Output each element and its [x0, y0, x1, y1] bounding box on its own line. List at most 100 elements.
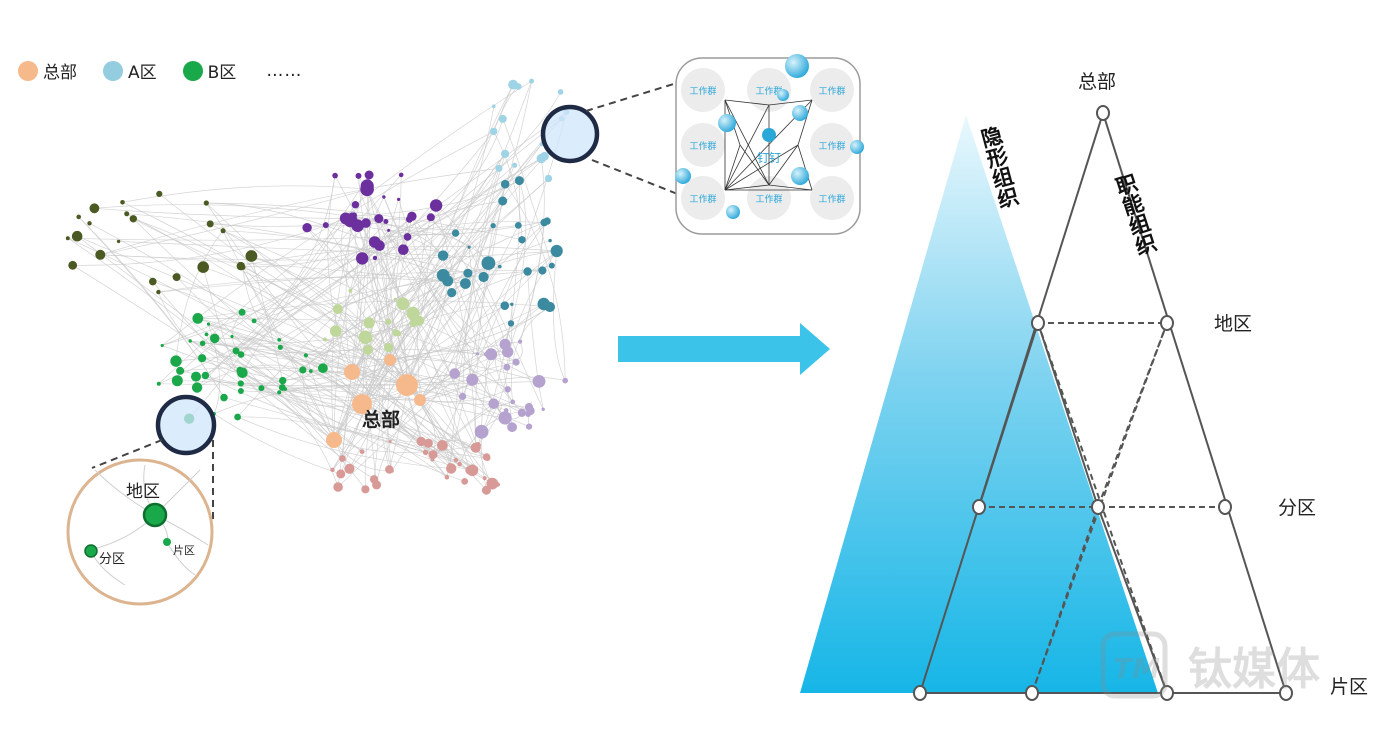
network-node — [482, 476, 487, 481]
network-node — [397, 197, 401, 201]
network-node — [555, 248, 560, 254]
network-node — [156, 381, 161, 386]
network-node — [352, 394, 372, 414]
network-node — [510, 399, 516, 405]
network-edge — [337, 308, 477, 469]
network-node — [385, 318, 392, 325]
network-edge — [118, 241, 444, 256]
network-node — [395, 330, 402, 337]
network-node — [361, 485, 370, 494]
dingtalk-user-icon — [675, 168, 691, 184]
network-node — [192, 313, 204, 324]
network-node — [507, 422, 517, 433]
network-edge — [302, 369, 335, 441]
network-edge — [419, 84, 514, 321]
dingtalk-user-icon — [850, 140, 864, 154]
network-edge — [122, 185, 368, 203]
pyramid-level-area: 片区 — [1330, 676, 1368, 698]
network-node — [258, 385, 265, 392]
network-node — [498, 196, 508, 206]
network-node — [308, 369, 313, 373]
network-edge — [206, 202, 421, 401]
watermark: TM 钛媒体 — [1100, 631, 1320, 699]
network-node — [149, 277, 157, 286]
network-node — [197, 261, 209, 273]
dingtalk-connection — [724, 99, 770, 186]
dingtalk-app-label: 钉钉 — [757, 151, 781, 165]
network-edge — [240, 390, 429, 444]
network-edge — [205, 375, 429, 444]
network-edge — [214, 338, 353, 373]
network-node — [483, 352, 488, 357]
dingtalk-group-label: 工作群 — [755, 85, 782, 97]
network-edge — [511, 306, 551, 402]
network-edge — [350, 131, 494, 292]
network-node — [498, 264, 502, 269]
network-node — [485, 348, 498, 361]
network-node — [209, 333, 220, 344]
network-node — [363, 317, 375, 329]
network-node — [498, 114, 507, 123]
network-edge — [419, 225, 519, 401]
network-edge — [406, 225, 494, 386]
network-node — [232, 347, 240, 355]
network-edge — [251, 255, 284, 381]
network-edge — [195, 376, 476, 449]
network-edge — [94, 207, 410, 220]
network-node — [416, 436, 426, 447]
network-node — [461, 478, 469, 485]
network-edge — [205, 222, 367, 376]
network-node — [437, 440, 448, 451]
network-node — [510, 302, 514, 306]
network-node — [490, 127, 498, 136]
network-node — [541, 407, 545, 411]
network-edge — [462, 168, 500, 397]
network-edge — [333, 185, 370, 441]
network-edge — [213, 383, 408, 415]
network-edge — [413, 143, 542, 324]
network-node — [89, 203, 100, 214]
network-node — [170, 355, 182, 367]
network-node — [467, 245, 471, 249]
network-edge — [353, 215, 377, 485]
dingtalk-group-circle — [810, 68, 854, 112]
network-edge — [280, 158, 542, 348]
network-node — [237, 388, 244, 394]
pyramid-node — [972, 499, 986, 515]
network-edge — [385, 199, 399, 322]
dingtalk-group-label: 工作群 — [818, 193, 845, 205]
network-edge — [389, 358, 540, 382]
dingtalk-user-icon — [791, 167, 809, 185]
network-node — [482, 453, 491, 461]
network-node — [330, 325, 342, 337]
network-edge — [345, 215, 353, 373]
network-node — [361, 218, 371, 228]
dingtalk-group-circle — [810, 176, 854, 220]
network-edge — [159, 193, 531, 412]
network-node — [503, 363, 511, 371]
network-node — [326, 432, 342, 448]
network-node — [526, 423, 533, 430]
network-node — [191, 371, 201, 382]
network-node — [277, 390, 282, 395]
network-node — [360, 179, 374, 193]
network-node — [429, 199, 443, 212]
network-node — [129, 215, 137, 223]
network-edge — [340, 218, 370, 324]
network-node — [428, 450, 438, 460]
pyramid-node — [1025, 685, 1039, 701]
network-node — [403, 233, 412, 241]
network-edge — [203, 266, 421, 401]
network-node — [245, 250, 258, 262]
network-node — [396, 374, 418, 396]
network-node — [525, 411, 532, 417]
dingtalk-group-circle — [681, 123, 725, 167]
network-edge — [72, 215, 353, 266]
zoom-circle-left — [91, 394, 217, 520]
network-node — [277, 344, 283, 350]
network-edge — [468, 247, 544, 410]
network-nodes — [65, 78, 570, 495]
network-edge — [282, 341, 521, 381]
dingtalk-group-label: 工作群 — [755, 193, 782, 205]
network-edge — [383, 196, 517, 363]
